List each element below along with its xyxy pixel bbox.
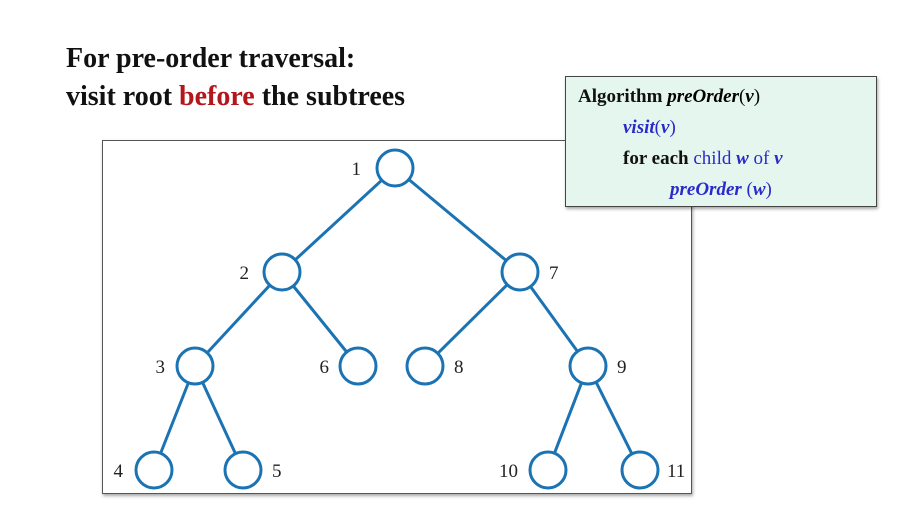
child-var: w bbox=[736, 148, 749, 169]
for-each-keyword: for each bbox=[623, 148, 694, 169]
tree-node-1 bbox=[375, 148, 415, 188]
recursive-call-name: preOrder bbox=[670, 179, 742, 200]
tree-edge-9-11 bbox=[594, 381, 634, 455]
tree-node-label-9: 9 bbox=[617, 357, 627, 378]
algorithm-close-paren: ) bbox=[753, 86, 761, 107]
algorithm-param: v bbox=[745, 86, 754, 107]
visit-open-paren: ( bbox=[654, 117, 661, 138]
visit-close-paren: ) bbox=[669, 117, 676, 138]
recursive-open-paren: ( bbox=[741, 179, 753, 200]
tree-node-label-4: 4 bbox=[114, 461, 124, 482]
tree-node-label-3: 3 bbox=[156, 357, 166, 378]
tree-node-10 bbox=[528, 450, 568, 490]
algorithm-function-name: preOrder bbox=[667, 86, 739, 107]
tree-node-9 bbox=[568, 346, 608, 386]
tree-edge-1-7 bbox=[407, 178, 508, 262]
of-word: of bbox=[748, 148, 775, 169]
tree-edge-7-8 bbox=[436, 283, 509, 355]
tree-node-label-2: 2 bbox=[240, 263, 250, 284]
algorithm-line-4: preOrder (w) bbox=[670, 174, 772, 205]
algorithm-line-1: Algorithm preOrder(v) bbox=[578, 81, 760, 112]
heading-line-2: visit root before the subtrees bbox=[66, 78, 405, 116]
tree-edge-9-10 bbox=[553, 382, 583, 454]
tree-node-label-8: 8 bbox=[454, 357, 464, 378]
visit-arg: v bbox=[661, 117, 670, 138]
slide-heading: For pre-order traversal: visit root befo… bbox=[66, 40, 405, 116]
algorithm-line-2: visit(v) bbox=[623, 112, 676, 143]
visit-call-name: visit bbox=[623, 117, 655, 138]
tree-node-4 bbox=[134, 450, 174, 490]
algorithm-box: Algorithm preOrder(v) visit(v) for each … bbox=[565, 76, 877, 207]
tree-node-8 bbox=[405, 346, 445, 386]
tree-node-2 bbox=[262, 252, 302, 292]
heading-line-1: For pre-order traversal: bbox=[66, 43, 356, 74]
tree-node-label-5: 5 bbox=[272, 461, 282, 482]
parent-var: v bbox=[774, 148, 783, 169]
algorithm-open-paren: ( bbox=[738, 86, 746, 107]
tree-node-7 bbox=[500, 252, 540, 292]
heading-line-2-end: the subtrees bbox=[254, 81, 406, 112]
algorithm-keyword: Algorithm bbox=[578, 86, 668, 107]
child-word: child bbox=[693, 148, 737, 169]
tree-diagram: 1 2 3 4 5 6 7 8 9 10 11 bbox=[114, 148, 685, 490]
recursive-close-paren: ) bbox=[765, 179, 772, 200]
tree-node-6 bbox=[338, 346, 378, 386]
tree-node-label-7: 7 bbox=[549, 263, 559, 284]
tree-edge-1-2 bbox=[294, 179, 383, 261]
heading-line-2-start: visit root bbox=[66, 81, 180, 112]
heading-accent-word: before bbox=[179, 81, 255, 112]
tree-node-11 bbox=[620, 450, 660, 490]
recursive-arg: w bbox=[752, 179, 766, 200]
tree-node-label-1: 1 bbox=[352, 159, 362, 180]
tree-edge-3-5 bbox=[201, 381, 237, 455]
algorithm-line-3: for each child w of v bbox=[623, 143, 783, 174]
tree-node-3 bbox=[175, 346, 215, 386]
tree-node-label-10: 10 bbox=[499, 461, 518, 482]
tree-edge-2-3 bbox=[206, 284, 271, 354]
tree-edge-7-9 bbox=[529, 285, 579, 353]
tree-node-5 bbox=[223, 450, 263, 490]
tree-edge-3-4 bbox=[159, 382, 190, 454]
tree-node-label-6: 6 bbox=[320, 357, 330, 378]
tree-node-label-11: 11 bbox=[667, 461, 685, 482]
tree-edge-2-6 bbox=[292, 285, 348, 353]
